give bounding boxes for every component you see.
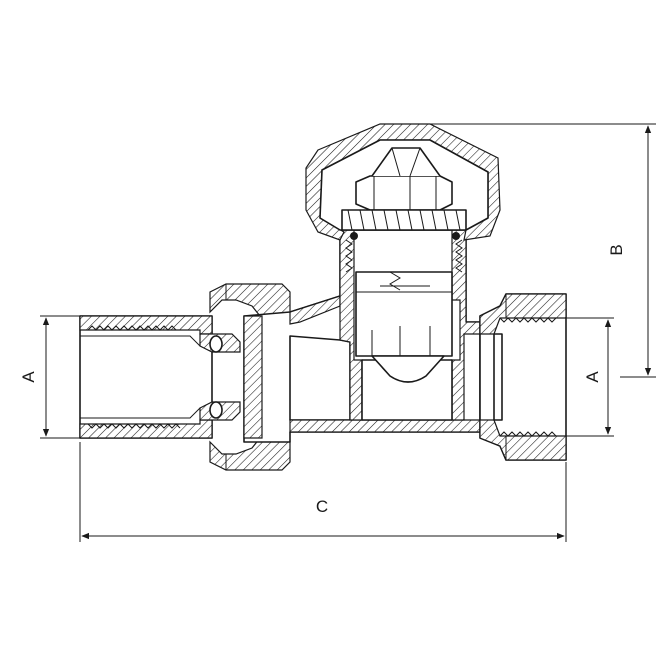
dimension-c: C [79,442,567,542]
union-nut [199,283,291,471]
right-outlet [479,293,567,461]
dimension-label-a-right: A [583,371,602,383]
dimension-a-left: A [19,315,80,439]
protective-cap [305,123,501,241]
left-tailpiece [79,315,213,439]
dimension-label-a-left: A [19,371,38,383]
dimension-b: B [430,123,656,378]
valve-insert [345,239,463,383]
dimension-a-right: A [566,317,614,437]
dimension-label-b: B [607,244,626,255]
dimension-label-c: C [316,497,328,516]
